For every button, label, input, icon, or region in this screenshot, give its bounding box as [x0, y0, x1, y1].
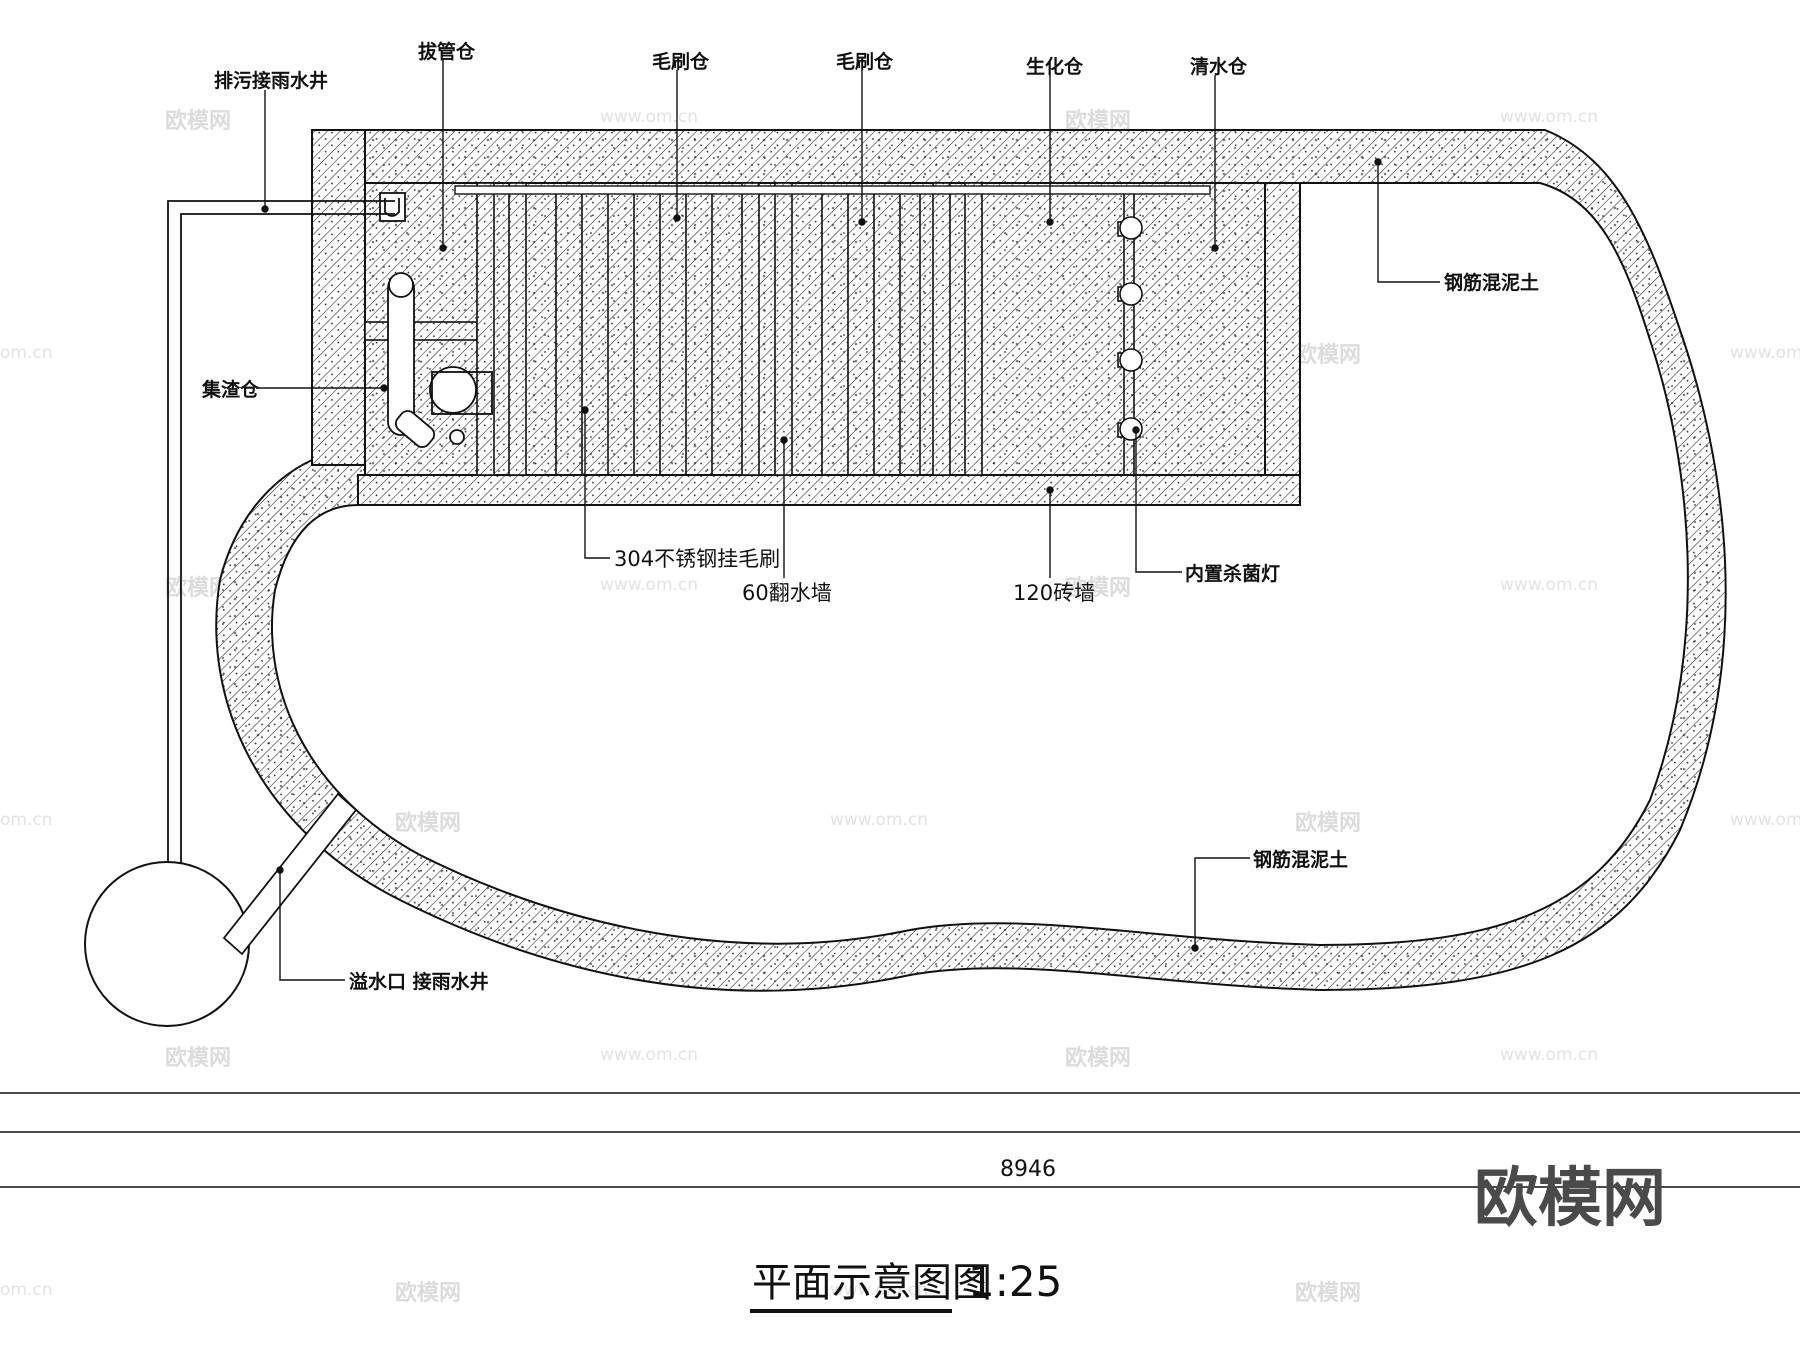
watermark-url: www.om.cn	[1500, 575, 1598, 595]
watermark-url: www.om.cn	[1730, 810, 1800, 830]
watermark: 欧模网	[1295, 342, 1361, 368]
partition-wall-4	[774, 182, 793, 476]
watermark-url: om.cn	[0, 343, 53, 363]
label-clear-bay: 清水仓	[1190, 55, 1248, 78]
label-bio-bay: 生化仓	[1026, 55, 1084, 78]
drawing-scale: 1:25	[968, 1257, 1062, 1306]
label-overflow: 溢水口 接雨水井	[349, 970, 489, 993]
u-fitting	[379, 192, 406, 222]
partition-wall-5	[932, 182, 951, 476]
label-brush: 304不锈钢挂毛刷	[614, 547, 780, 571]
watermark: 欧模网	[1065, 575, 1131, 601]
watermark: 欧模网	[1295, 810, 1361, 836]
watermark: 欧模网	[1295, 1280, 1361, 1306]
brand-watermark: 欧模网	[1474, 1162, 1666, 1236]
label-uv-lamp: 内置杀菌灯	[1185, 562, 1280, 585]
overflow-pipe	[222, 792, 358, 956]
watermark-url: www.om.cn	[1500, 1045, 1598, 1065]
uv-lamp-icon	[1117, 216, 1143, 240]
partition-wall-2	[508, 182, 527, 476]
watermark: 欧模网	[395, 810, 461, 836]
watermark-url: om.cn	[0, 1280, 53, 1300]
dimension-value: 8946	[1000, 1157, 1056, 1182]
watermark-url: om.cn	[0, 810, 53, 830]
callout-labels: 排污接雨水井 拔管仓 毛刷仓 毛刷仓 生化仓 清水仓 钢筋混泥土 集渣仓 304…	[201, 40, 1539, 993]
brush-group-1	[555, 194, 713, 475]
brush-group-2	[821, 194, 921, 475]
drawing-title: 平面示意图图	[752, 1260, 992, 1306]
concrete-dot-texture	[216, 130, 1726, 991]
uv-lamp-icon	[1117, 282, 1143, 306]
pipe-equipment	[387, 272, 493, 448]
partition-slag-pipe	[364, 321, 478, 341]
partition-wall-3	[741, 182, 760, 476]
label-brick-wall: 120砖墙	[1013, 581, 1095, 605]
watermark: 欧模网	[395, 1280, 461, 1306]
partition-wall-6	[964, 182, 983, 476]
label-brush-bay-2: 毛刷仓	[836, 50, 894, 73]
watermark-url: www.om.cn	[830, 1280, 928, 1300]
rain-well-circle	[84, 861, 250, 1027]
label-concrete-bottom: 钢筋混泥土	[1253, 848, 1348, 871]
label-pipe-bay: 拔管仓	[418, 40, 476, 63]
concrete-left-wall	[311, 129, 366, 466]
watermark: 欧模网	[165, 108, 231, 134]
label-slag-bay: 集渣仓	[201, 378, 260, 401]
uv-lamp-icon	[1117, 417, 1143, 441]
label-weir-wall: 60翻水墙	[742, 581, 832, 605]
watermark-url: www.om.cn	[600, 575, 698, 595]
watermark-url: www.om.cn	[600, 107, 698, 127]
top-rail	[454, 185, 1211, 195]
watermark: 欧模网	[165, 1045, 231, 1071]
uv-lamp-icon	[1117, 348, 1143, 372]
watermark-url: www.om.cn	[830, 810, 928, 830]
watermark-url: www.om.cn	[600, 1045, 698, 1065]
label-concrete-top: 钢筋混泥土	[1444, 271, 1539, 294]
label-brush-bay-1: 毛刷仓	[652, 50, 710, 73]
watermark: 欧模网	[1065, 1045, 1131, 1071]
label-drain-well: 排污接雨水井	[214, 69, 328, 92]
brick-wall-bottom	[357, 474, 1301, 506]
watermark-url: www.om.cn	[1500, 107, 1598, 127]
watermark-url: www.om.cn	[1730, 343, 1800, 363]
dimension-lines	[0, 1092, 1800, 1188]
brick-wall-right	[1264, 182, 1301, 476]
partition-wall-1	[476, 182, 495, 476]
leader-lines	[256, 60, 1440, 981]
